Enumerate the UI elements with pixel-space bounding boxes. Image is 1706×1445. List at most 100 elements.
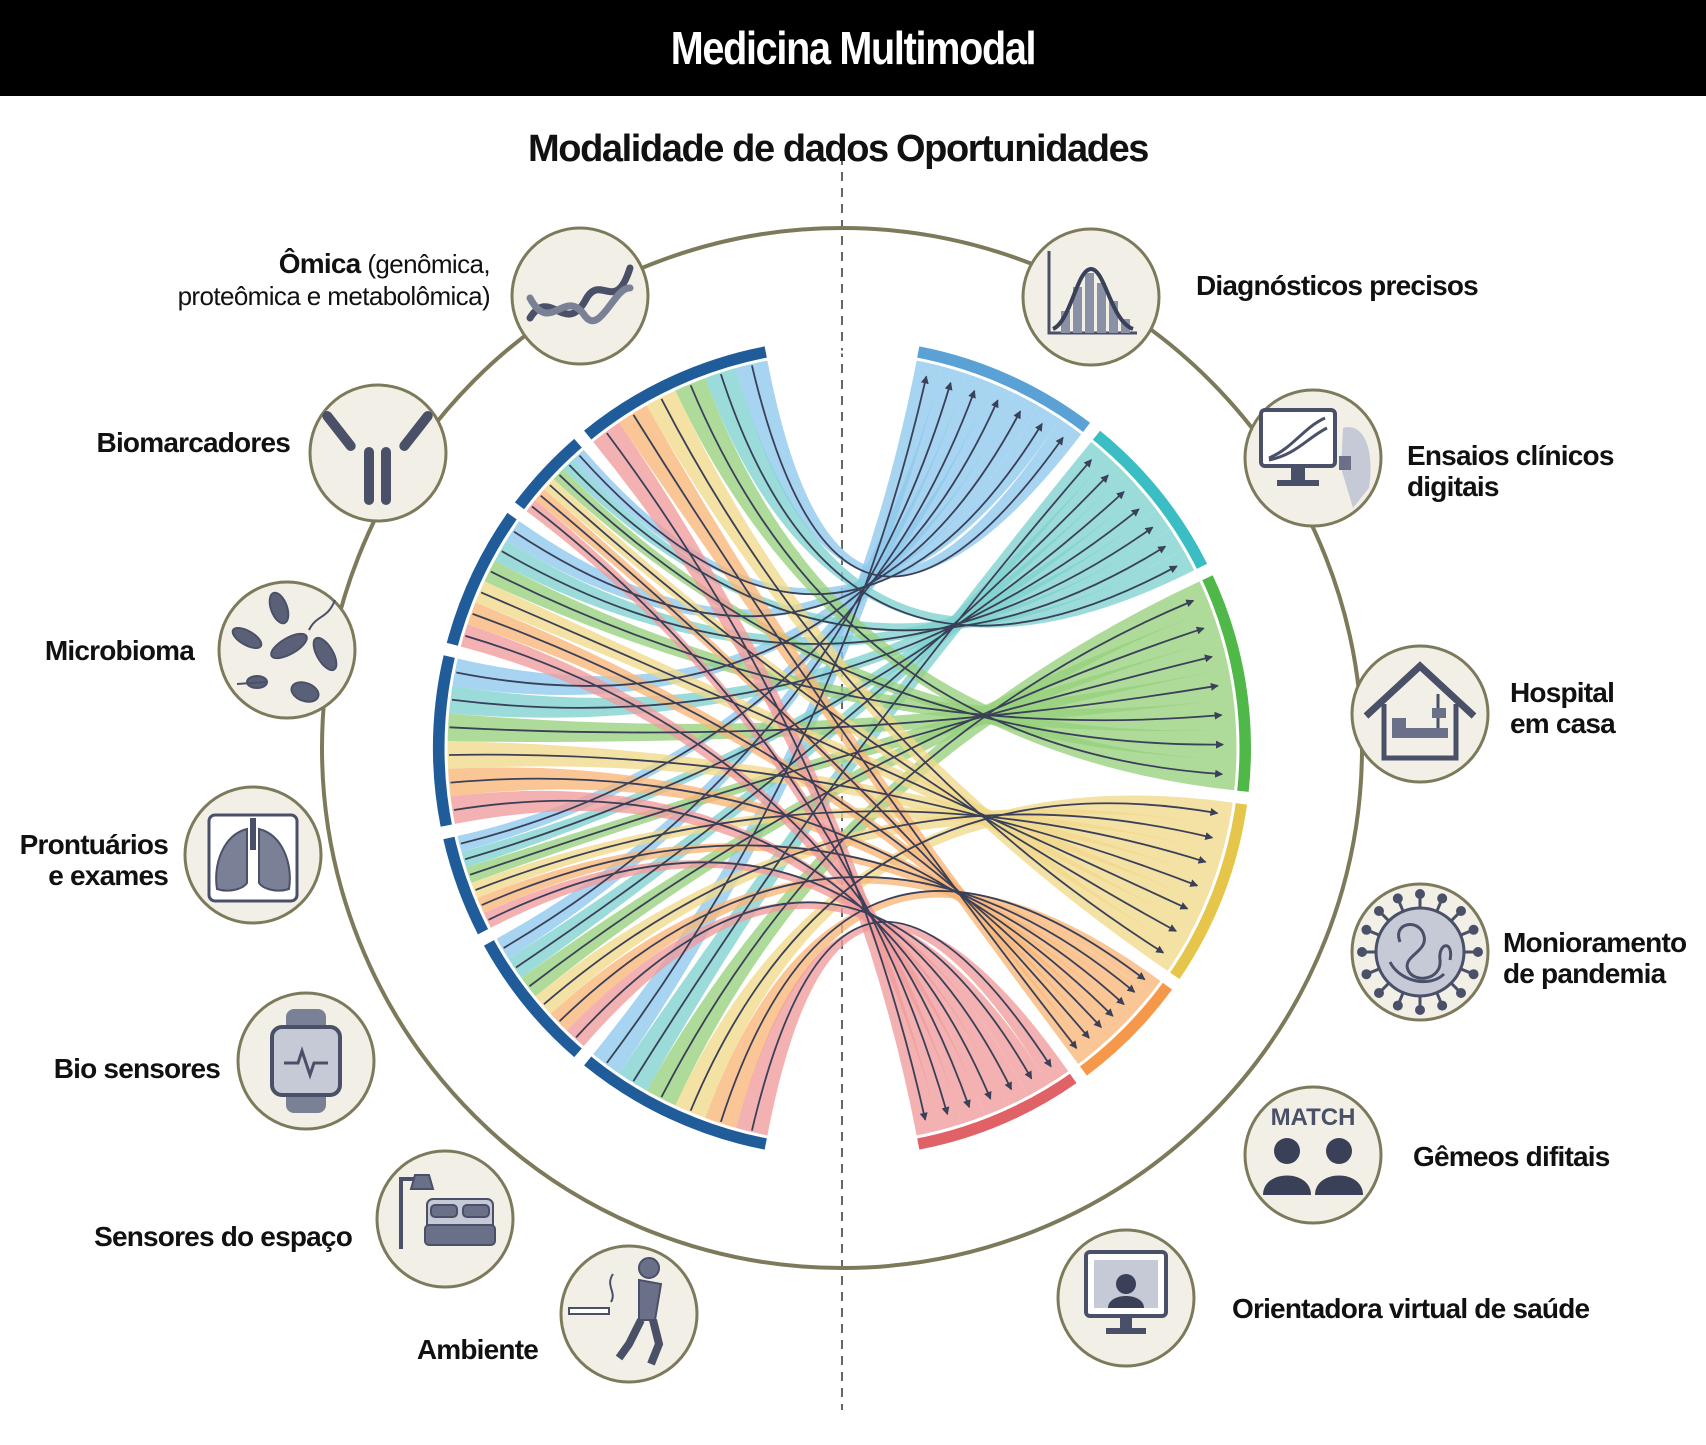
label-omica: Ômica (genômica, proteômica e metabolômi… <box>177 248 491 312</box>
label-biomarcadores: Biomarcadores <box>96 427 291 458</box>
biomarcadores-node <box>308 383 448 523</box>
link-4-5 <box>465 634 971 1109</box>
link-0-5 <box>751 921 1052 1131</box>
house-bed-icon <box>1363 661 1477 761</box>
virus-spike-tip <box>1392 893 1403 904</box>
link-5-2 <box>558 474 1224 749</box>
ribbon-0-4 <box>704 891 1161 1129</box>
virtual-assistant-icon <box>1084 1250 1168 1334</box>
bacteria-icon <box>231 591 338 703</box>
link-4-0 <box>513 410 1022 618</box>
label-prontuarios: Prontuários e exames <box>19 829 169 891</box>
label-pandemia: Monioramento de pandemia <box>1503 927 1687 989</box>
bedroom-lamp-icon <box>399 1174 496 1249</box>
link-5-0 <box>578 422 1043 596</box>
link-5-4 <box>540 494 1090 1039</box>
label-microbioma: Microbioma <box>44 635 195 666</box>
monitor-sensor-icon <box>1259 408 1371 508</box>
ribbon-6-3 <box>646 390 1182 972</box>
prontuarios-line-2: e exames <box>48 860 169 891</box>
omica-detail-2: proteômica e metabolômica) <box>177 281 491 311</box>
link-2-0 <box>460 389 976 845</box>
match-people-icon <box>1263 1138 1363 1195</box>
opportunity-arc-4 <box>1079 982 1173 1076</box>
hospital-line-1: Hospital <box>1510 677 1615 708</box>
virus-spike-tip <box>1415 1005 1425 1015</box>
pandemia-line-2: de pandemia <box>1503 958 1666 989</box>
title-banner: Medicina Multimodal <box>0 0 1706 96</box>
opportunity-arc-3 <box>1169 802 1248 980</box>
histogram-curve-icon <box>1047 251 1137 335</box>
link-4-3 <box>480 591 1189 910</box>
link-3-0 <box>456 399 999 687</box>
ribbon-0-1 <box>618 441 1110 1092</box>
label-gemeos: Gêmeos difitais <box>1413 1141 1610 1172</box>
ribbon-5-2 <box>553 468 1237 760</box>
label-hospital-casa: Hospital em casa <box>1510 677 1616 739</box>
biosensores-node <box>236 991 376 1131</box>
ribbon-3-3 <box>446 741 1215 903</box>
prontuarios-line-1: Prontuários <box>19 829 169 860</box>
label-orientadora: Orientadora virtual de saúde <box>1232 1293 1590 1324</box>
omica-title: Ômica <box>278 248 361 279</box>
link-0-3 <box>689 802 1219 1112</box>
link-2-3 <box>475 810 1207 891</box>
modality-arc-5 <box>514 438 583 510</box>
label-diagnosticos: Diagnósticos precisos <box>1196 270 1479 301</box>
header-oportunidades: Oportunidades <box>896 128 1149 170</box>
ensaios-line-2: digitais <box>1407 471 1499 502</box>
link-3-1 <box>451 508 1140 709</box>
ribbon-6-4 <box>618 404 1092 1065</box>
virus-spike-tip <box>1437 1000 1448 1011</box>
link-0-1 <box>632 459 1092 1082</box>
orientadora-node <box>1056 1228 1196 1368</box>
link-2-2 <box>469 654 1213 876</box>
ribbon-0-3 <box>675 795 1234 1119</box>
virus-spike-tip <box>1456 905 1467 916</box>
opportunity-arc-2 <box>1201 575 1251 792</box>
ribbon-6-0 <box>735 360 1082 576</box>
page-title: Medicina Multimodal <box>670 22 1037 74</box>
virus-spike-tip <box>1437 893 1448 904</box>
diagnosticos-node <box>1021 227 1161 367</box>
virus-spike-tip <box>1473 947 1483 957</box>
label-ensaios: Ensaios clínicos digitais <box>1407 440 1614 502</box>
ribbon-6-5 <box>592 422 940 1136</box>
link-3-5 <box>453 799 992 1100</box>
link-2-1 <box>464 491 1125 861</box>
dna-icon <box>526 264 634 325</box>
modality-arc-0 <box>584 1056 767 1150</box>
modality-arc-1 <box>483 939 583 1058</box>
label-sensores-espaco: Sensores do espaço <box>94 1221 353 1252</box>
modality-arc-2 <box>443 836 489 935</box>
smartwatch-icon <box>270 1009 342 1113</box>
ribbon-3-1 <box>448 491 1158 718</box>
link-4-2 <box>490 570 1223 722</box>
link-1-3 <box>543 813 1214 1005</box>
header-modalidade: Modalidade de dados <box>528 128 889 170</box>
prontuarios-node <box>183 785 323 925</box>
virus-spike-tip <box>1468 969 1479 980</box>
ambiente-node <box>559 1244 699 1384</box>
opportunity-arc-1 <box>1092 430 1208 570</box>
label-ambiente: Ambiente <box>416 1334 539 1365</box>
pandemia-line-1: Monioramento <box>1503 927 1687 958</box>
link-1-2 <box>528 626 1205 987</box>
omica-detail-1: (genômica, <box>367 249 490 279</box>
link-2-5 <box>488 861 1013 1091</box>
arc-group <box>433 346 1251 1150</box>
ribbon-5-4 <box>534 489 1105 1055</box>
hospital-line-2: em casa <box>1510 708 1616 739</box>
link-0-2 <box>660 599 1195 1098</box>
ribbon-3-2 <box>447 668 1234 742</box>
link-3-2 <box>449 682 1219 734</box>
ribbon-4-4 <box>466 602 1117 1044</box>
virus-icon <box>1357 889 1483 1015</box>
virus-spike-tip <box>1373 905 1384 916</box>
opportunity-arc-5 <box>917 1073 1077 1150</box>
match-text: MATCH <box>1271 1104 1356 1131</box>
virus-spike-tip <box>1392 1000 1403 1011</box>
link-2-4 <box>481 844 1125 1005</box>
sensores-espaco-node <box>375 1149 515 1289</box>
modality-arc-3 <box>433 655 456 827</box>
